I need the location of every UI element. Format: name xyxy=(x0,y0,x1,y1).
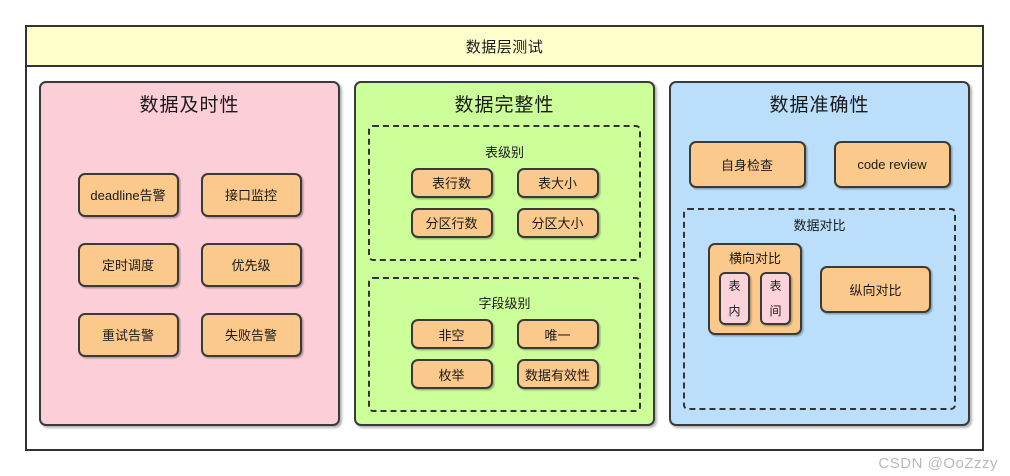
panel-data-integrity: 数据完整性 表级别 表行数 表大小 分区行数 分区大小 字段级别 非空 唯一 xyxy=(354,81,655,426)
node-unique[interactable]: 唯一 xyxy=(516,319,599,350)
node-intra-table[interactable]: 表 内 xyxy=(719,272,750,325)
intra-table-char-1: 表 xyxy=(728,279,741,294)
panel-title-timeliness: 数据及时性 xyxy=(139,95,240,116)
group-title-field-level: 字段级别 xyxy=(478,296,531,312)
table-level-node-grid: 表行数 表大小 分区行数 分区大小 xyxy=(380,167,629,238)
node-retry-alert[interactable]: 重试告警 xyxy=(77,312,179,357)
node-interface-monitor[interactable]: 接口监控 xyxy=(200,172,302,217)
node-scheduled-dispatch[interactable]: 定时调度 xyxy=(77,242,179,287)
inter-table-char-1: 表 xyxy=(769,279,782,294)
group-table-level: 表级别 表行数 表大小 分区行数 分区大小 xyxy=(368,125,641,261)
group-field-level: 字段级别 非空 唯一 枚举 数据有效性 xyxy=(368,276,641,412)
diagram-title: 数据层测试 xyxy=(465,38,544,56)
group-title-data-comparison: 数据对比 xyxy=(793,218,846,233)
node-priority[interactable]: 优先级 xyxy=(200,242,302,287)
node-inter-table[interactable]: 表 间 xyxy=(760,272,791,325)
group-data-comparison: 数据对比 横向对比 表 内 表 间 xyxy=(683,208,956,410)
panel-columns: 数据及时性 deadline告警 接口监控 定时调度 优先级 重试告警 失败告警… xyxy=(27,67,982,449)
intra-table-char-2: 内 xyxy=(728,303,741,318)
group-title-table-level: 表级别 xyxy=(484,144,524,160)
node-not-null[interactable]: 非空 xyxy=(410,319,493,350)
node-horizontal-comparison[interactable]: 横向对比 表 内 表 间 xyxy=(708,243,802,335)
node-code-review[interactable]: code review xyxy=(833,141,951,188)
horizontal-comparison-children: 表 内 表 间 xyxy=(719,272,791,325)
node-enum[interactable]: 枚举 xyxy=(410,359,493,390)
node-deadline-alert[interactable]: deadline告警 xyxy=(77,172,179,217)
integrity-body: 表级别 表行数 表大小 分区行数 分区大小 字段级别 非空 唯一 枚举 数据有效… xyxy=(368,125,641,412)
watermark: CSDN @OoZzzy xyxy=(878,455,998,472)
node-vertical-comparison[interactable]: 纵向对比 xyxy=(820,265,931,313)
node-data-validity[interactable]: 数据有效性 xyxy=(516,359,599,390)
field-level-node-grid: 非空 唯一 枚举 数据有效性 xyxy=(380,319,629,390)
node-partition-row-count[interactable]: 分区行数 xyxy=(410,207,493,238)
node-partition-size[interactable]: 分区大小 xyxy=(516,207,599,238)
panel-data-accuracy: 数据准确性 自身检查 code review 数据对比 横向对比 表 内 xyxy=(669,81,970,426)
timeliness-node-grid: deadline告警 接口监控 定时调度 优先级 重试告警 失败告警 xyxy=(53,125,326,412)
inter-table-char-2: 间 xyxy=(769,303,782,318)
panel-data-timeliness: 数据及时性 deadline告警 接口监控 定时调度 优先级 重试告警 失败告警 xyxy=(39,81,340,426)
node-table-size[interactable]: 表大小 xyxy=(516,167,599,198)
diagram-title-bar: 数据层测试 xyxy=(27,27,982,67)
panel-title-integrity: 数据完整性 xyxy=(454,95,555,116)
comparison-row: 横向对比 表 内 表 间 纵向对比 xyxy=(695,241,944,335)
node-self-check[interactable]: 自身检查 xyxy=(688,141,806,188)
node-failure-alert[interactable]: 失败告警 xyxy=(200,312,302,357)
panel-title-accuracy: 数据准确性 xyxy=(769,95,870,116)
accuracy-node-grid: 自身检查 code review xyxy=(683,141,956,188)
node-table-row-count[interactable]: 表行数 xyxy=(410,167,493,198)
diagram-frame: 数据层测试 数据及时性 deadline告警 接口监控 定时调度 优先级 重试告… xyxy=(25,25,984,451)
horizontal-comparison-label: 横向对比 xyxy=(728,251,781,266)
